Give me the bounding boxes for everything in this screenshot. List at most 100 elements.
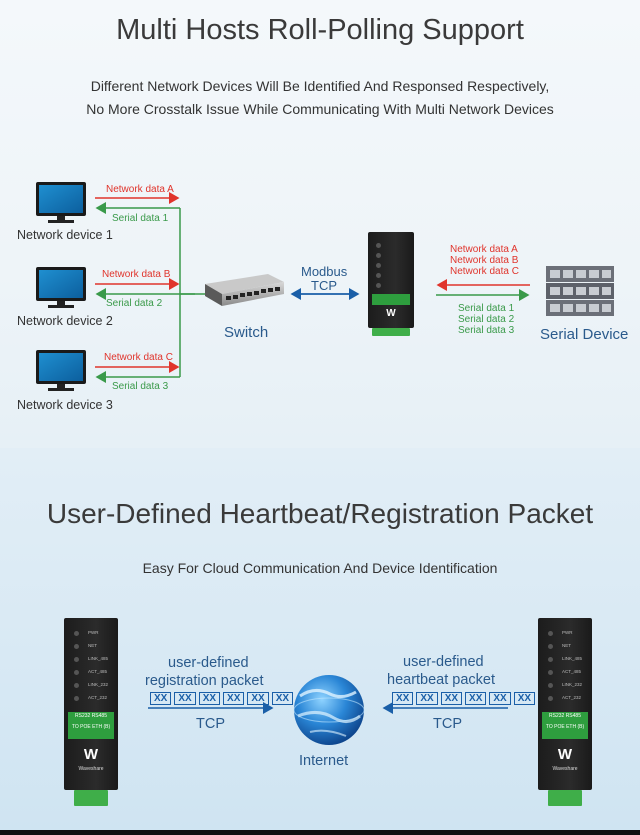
module-green-label: RS232 RS485 TO POE ETH (B)	[68, 712, 114, 739]
heartbeat-section: User-Defined Heartbeat/Registration Pack…	[0, 448, 640, 830]
led-icon	[548, 644, 553, 649]
terminal-block-right	[548, 790, 582, 806]
led-icon	[74, 631, 79, 636]
heartbeat-packet: XX XX XX XX XX XX	[392, 692, 536, 705]
right-network-data-c: Network data C	[450, 266, 519, 277]
label-switch: Switch	[224, 324, 269, 341]
section1-subtitle-line2: No More Crosstalk Issue While Communicat…	[86, 101, 554, 117]
led-label-act232: ACT_232	[562, 695, 582, 700]
serial-server-module-center: W	[368, 232, 414, 328]
waveshare-logo-icon: W	[83, 746, 99, 763]
roll-polling-section: Multi Hosts Roll-Polling Support Differe…	[0, 0, 640, 448]
packet-byte: XX	[440, 692, 463, 705]
led-icon	[376, 283, 381, 288]
led-label-act485: ACT_485	[88, 669, 108, 674]
led-icon	[376, 243, 381, 248]
packet-byte: XX	[198, 692, 221, 705]
led-label-net: NET	[562, 643, 571, 648]
packet-byte: XX	[150, 692, 172, 705]
monitor-icon-3	[36, 350, 86, 391]
terminal-block-left	[74, 790, 108, 806]
module-label-line1: RS232 RS485	[75, 713, 107, 719]
led-icon	[548, 683, 553, 688]
led-label-link232: LINK_232	[562, 682, 583, 687]
brand-label: Waveshare	[78, 766, 104, 772]
section1-subtitle-line1: Different Network Devices Will Be Identi…	[90, 78, 550, 94]
terminal-block-center	[372, 328, 410, 336]
right-packet-title-line1: user-defined	[403, 654, 484, 670]
packet-byte: XX	[223, 692, 245, 705]
packet-byte: XX	[416, 692, 438, 705]
label-network-device-1: Network device 1	[17, 228, 113, 242]
led-label-link232: LINK_232	[88, 682, 109, 687]
led-label-net: NET	[88, 643, 97, 648]
packet-byte: XX	[513, 692, 536, 705]
packet-byte: XX	[174, 692, 196, 705]
label-serial-data-3: Serial data 3	[112, 381, 169, 392]
label-network-data-b: Network data B	[102, 269, 171, 280]
right-packet-title-line2: heartbeat packet	[387, 672, 496, 688]
led-icon	[548, 670, 553, 675]
serial-server-module-right: PWR NET LINK_485 ACT_485 LINK_232 ACT_23…	[538, 618, 592, 790]
right-serial-data-3: Serial data 3	[458, 325, 515, 336]
led-icon	[548, 631, 553, 636]
serial-server-module-left: PWR NET LINK_485 ACT_485 LINK_232 ACT_23…	[64, 618, 118, 790]
waveshare-logo-icon: W	[557, 746, 573, 763]
waveshare-logo-icon: W	[386, 308, 396, 319]
led-label-link485: LINK_485	[562, 656, 583, 661]
internet-label: Internet	[299, 753, 349, 769]
led-label-pwr: PWR	[562, 630, 573, 635]
module-label-line2: TO POE ETH (B)	[545, 724, 585, 730]
right-serial-data-2: Serial data 2	[458, 314, 515, 325]
led-label-link485: LINK_485	[88, 656, 109, 661]
led-icon	[376, 263, 381, 268]
led-icon	[74, 696, 79, 701]
right-network-data-a: Network data A	[450, 244, 518, 255]
roll-polling-diagram	[36, 182, 614, 391]
registration-packet: XX XX XX XX XX XX	[150, 692, 294, 705]
led-label-act232: ACT_232	[88, 695, 108, 700]
label-network-device-3: Network device 3	[17, 398, 113, 412]
module-green-label: RS232 RS485 TO POE ETH (B)	[542, 712, 588, 739]
brand-label: Waveshare	[552, 766, 578, 772]
label-serial-device: Serial Device	[540, 326, 629, 343]
packet-byte: XX	[392, 692, 414, 705]
section2-subtitle: Easy For Cloud Communication And Device …	[142, 560, 498, 576]
packet-byte: XX	[465, 692, 487, 705]
packet-byte: XX	[489, 692, 511, 705]
section1-title: Multi Hosts Roll-Polling Support	[116, 14, 524, 46]
label-network-device-2: Network device 2	[17, 314, 113, 328]
heartbeat-diagram	[148, 675, 508, 745]
left-packet-title-line1: user-defined	[168, 655, 249, 671]
led-icon	[74, 683, 79, 688]
label-serial-data-1: Serial data 1	[112, 213, 169, 224]
right-network-data-b: Network data B	[450, 255, 519, 266]
label-network-data-a: Network data A	[106, 184, 174, 195]
led-label-pwr: PWR	[88, 630, 99, 635]
left-packet-title-line2: registration packet	[145, 673, 264, 689]
left-tcp-label: TCP	[196, 716, 225, 732]
label-network-data-c: Network data C	[104, 352, 173, 363]
led-label-act485: ACT_485	[562, 669, 582, 674]
section2-title: User-Defined Heartbeat/Registration Pack…	[46, 498, 594, 529]
led-icon	[74, 670, 79, 675]
packet-byte: XX	[271, 692, 294, 705]
module-label-line2: TO POE ETH (B)	[71, 724, 111, 730]
monitor-icon-2	[36, 267, 86, 308]
led-icon	[74, 644, 79, 649]
label-modbus: Modbus	[301, 264, 348, 279]
right-network-data-list: Network data A Network data B Network da…	[450, 244, 519, 277]
label-serial-data-2: Serial data 2	[106, 298, 163, 309]
led-icon	[376, 253, 381, 258]
monitor-icon-1	[36, 182, 86, 223]
switch-icon	[205, 274, 284, 306]
bottom-border	[0, 830, 640, 835]
right-serial-data-list: Serial data 1 Serial data 2 Serial data …	[458, 303, 514, 336]
right-serial-data-1: Serial data 1	[458, 303, 515, 314]
serial-device-icon	[546, 266, 614, 316]
module-green-label	[372, 294, 410, 305]
led-icon	[548, 696, 553, 701]
led-icon	[376, 273, 381, 278]
module-label-line1: RS232 RS485	[549, 713, 581, 719]
internet-globe-icon	[293, 675, 365, 745]
